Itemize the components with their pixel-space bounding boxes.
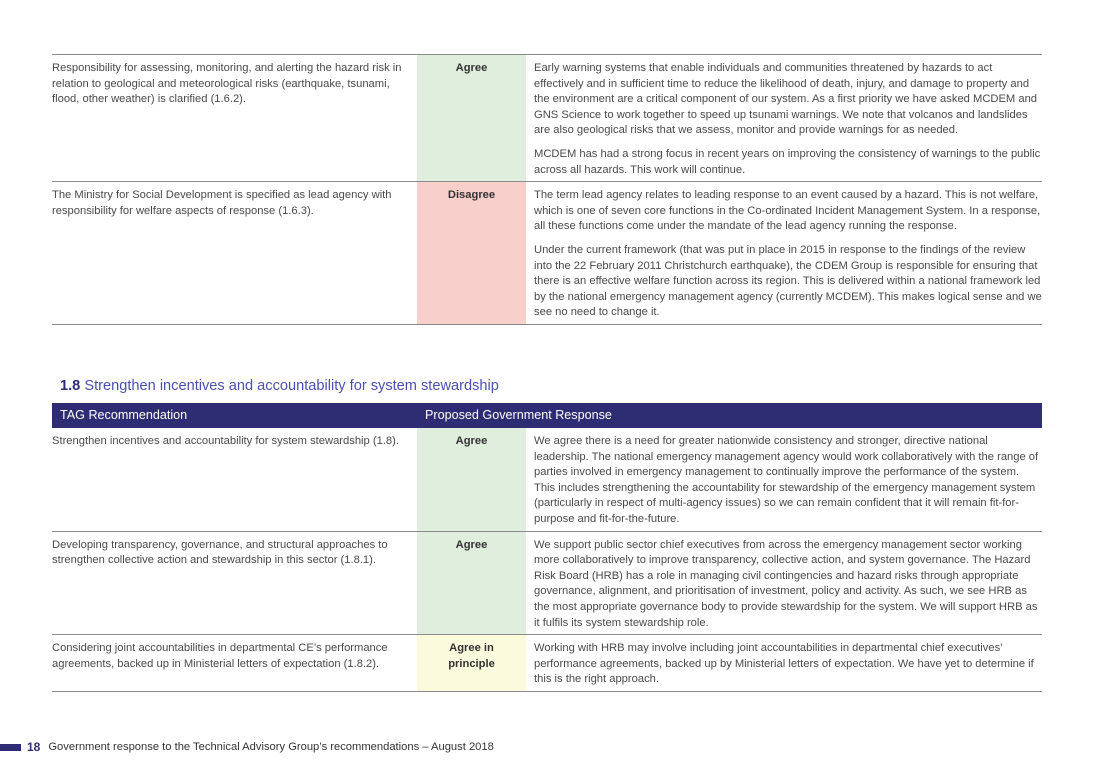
footer-accent-bar: [0, 743, 21, 751]
column-header-government-response: Proposed Government Response: [417, 403, 1043, 428]
response-cell: We agree there is a need for greater nat…: [526, 428, 1043, 532]
table-row: Responsibility for assessing, monitoring…: [52, 54, 1042, 183]
response-paragraph: MCDEM has had a strong focus in recent y…: [534, 147, 1041, 176]
column-header-tag-recommendation: TAG Recommendation: [52, 403, 417, 428]
table-row: Developing transparency, governance, and…: [52, 531, 1043, 636]
table-header-row: TAG Recommendation Proposed Government R…: [52, 403, 1043, 428]
recommendation-cell: Considering joint accountabilities in de…: [52, 634, 417, 692]
response-paragraph: We agree there is a need for greater nat…: [534, 435, 1039, 525]
recommendation-cell: Responsibility for assessing, monitoring…: [52, 54, 417, 183]
response-cell: The term lead agency relates to leading …: [526, 181, 1042, 325]
verdict-cell-agree: Agree: [417, 54, 526, 183]
footer-text: Government response to the Technical Adv…: [48, 741, 494, 753]
response-paragraph: The term lead agency relates to leading …: [534, 189, 1041, 233]
section-number: 1.8: [60, 378, 81, 394]
verdict-cell-agree: Agree: [417, 531, 526, 636]
table-row: Considering joint accountabilities in de…: [52, 634, 1043, 692]
continuation-table: Responsibility for assessing, monitoring…: [52, 54, 1042, 325]
response-paragraph: We support public sector chief executive…: [534, 538, 1038, 629]
page-footer: 18 Government response to the Technical …: [0, 739, 494, 755]
response-cell: Early warning systems that enable indivi…: [526, 54, 1042, 183]
recommendation-cell: Developing transparency, governance, and…: [52, 531, 417, 636]
recommendation-cell: The Ministry for Social Development is s…: [52, 181, 417, 325]
section-title: Strengthen incentives and accountability…: [84, 378, 499, 394]
page-number: 18: [27, 740, 41, 754]
response-cell: We support public sector chief executive…: [526, 531, 1043, 636]
table-row: Strengthen incentives and accountability…: [52, 428, 1043, 532]
response-paragraph: Working with HRB may involve including j…: [534, 642, 1034, 686]
response-paragraph: Early warning systems that enable indivi…: [534, 62, 1038, 137]
response-cell: Working with HRB may involve including j…: [526, 634, 1043, 692]
table-row: The Ministry for Social Development is s…: [52, 181, 1042, 325]
verdict-label: Agree in principle: [448, 642, 495, 670]
response-paragraph: Under the current framework (that was pu…: [534, 243, 1042, 319]
section-heading: 1.8 Strengthen incentives and accountabi…: [60, 378, 499, 394]
verdict-cell-agree-in-principle: Agree in principle: [417, 634, 526, 692]
verdict-cell-disagree: Disagree: [417, 181, 526, 325]
verdict-cell-agree: Agree: [417, 428, 526, 532]
recommendation-cell: Strengthen incentives and accountability…: [52, 428, 417, 532]
recommendations-table: TAG Recommendation Proposed Government R…: [52, 403, 1043, 692]
